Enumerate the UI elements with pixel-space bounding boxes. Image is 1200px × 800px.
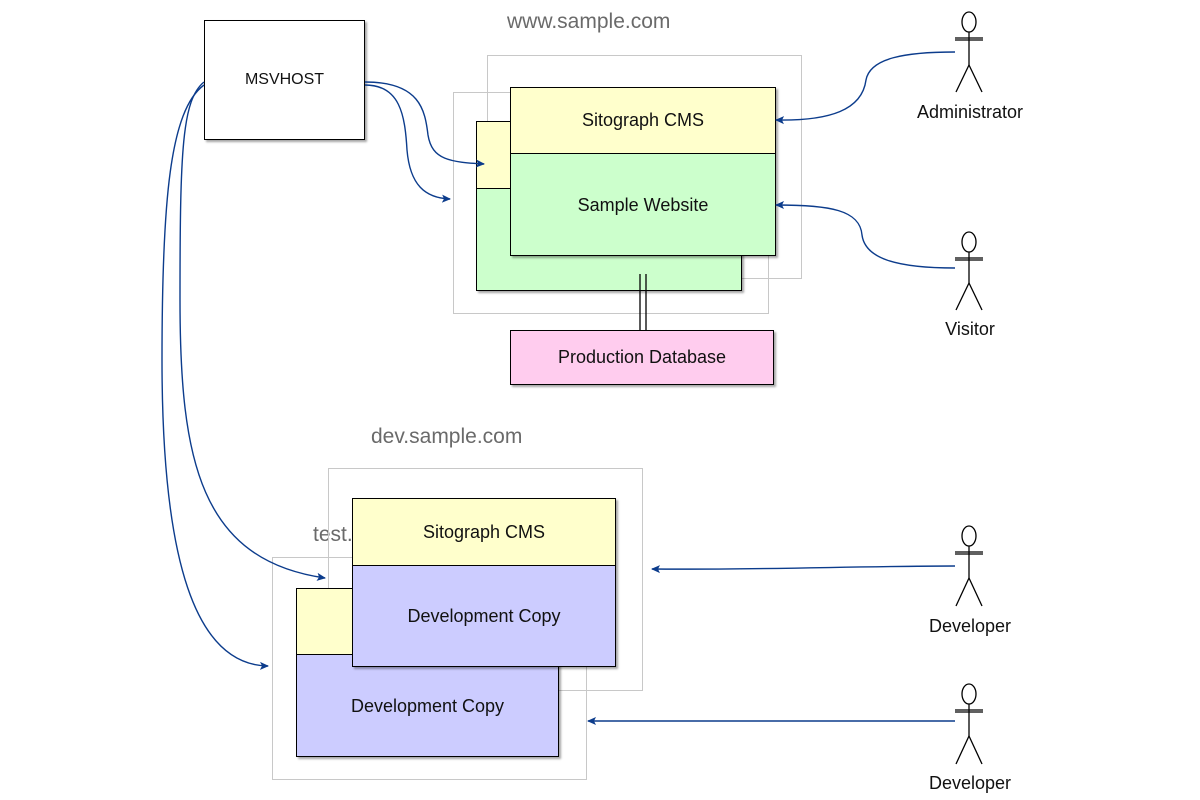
dev-cms-label: Sitograph CMS (353, 499, 615, 566)
developer-1-label: Developer (928, 616, 1012, 636)
administrator-label: Administrator (916, 102, 1024, 122)
visitor-figure (955, 231, 983, 311)
production-host-label: www.sample.com (507, 10, 671, 33)
production-instance: Sitograph CMS Sample Website (510, 87, 776, 256)
dev-host-label: dev.sample.com (371, 425, 523, 448)
production-database-label: Production Database (557, 347, 727, 367)
administrator-figure (955, 11, 983, 93)
msvhost-to-production-front-arrow (364, 81, 485, 168)
dev-copy-label: Development Copy (407, 606, 561, 626)
developer-2-figure (955, 683, 983, 765)
administrator-arrow (775, 51, 956, 125)
developer-2-label: Developer (928, 773, 1012, 793)
visitor-arrow (775, 201, 956, 269)
production-cms-label: Sitograph CMS (511, 88, 775, 154)
msvhost-to-test-arrow (161, 84, 269, 670)
test-copy-label: Development Copy (350, 695, 505, 716)
msvhost-label: MSVHOST (244, 71, 325, 88)
dev-instance: Sitograph CMS Development Copy (352, 498, 616, 667)
production-site-label: Sample Website (577, 194, 709, 215)
visitor-label: Visitor (945, 319, 995, 339)
test-host-label: test. (313, 523, 353, 546)
developer-1-arrow (651, 565, 956, 574)
msvhost-to-production-back-arrow (364, 84, 451, 203)
developer-1-figure (955, 525, 983, 607)
msvhost-node: MSVHOST (204, 20, 365, 140)
msvhost-to-dev-arrow (179, 81, 326, 581)
production-database: Production Database (510, 330, 774, 385)
